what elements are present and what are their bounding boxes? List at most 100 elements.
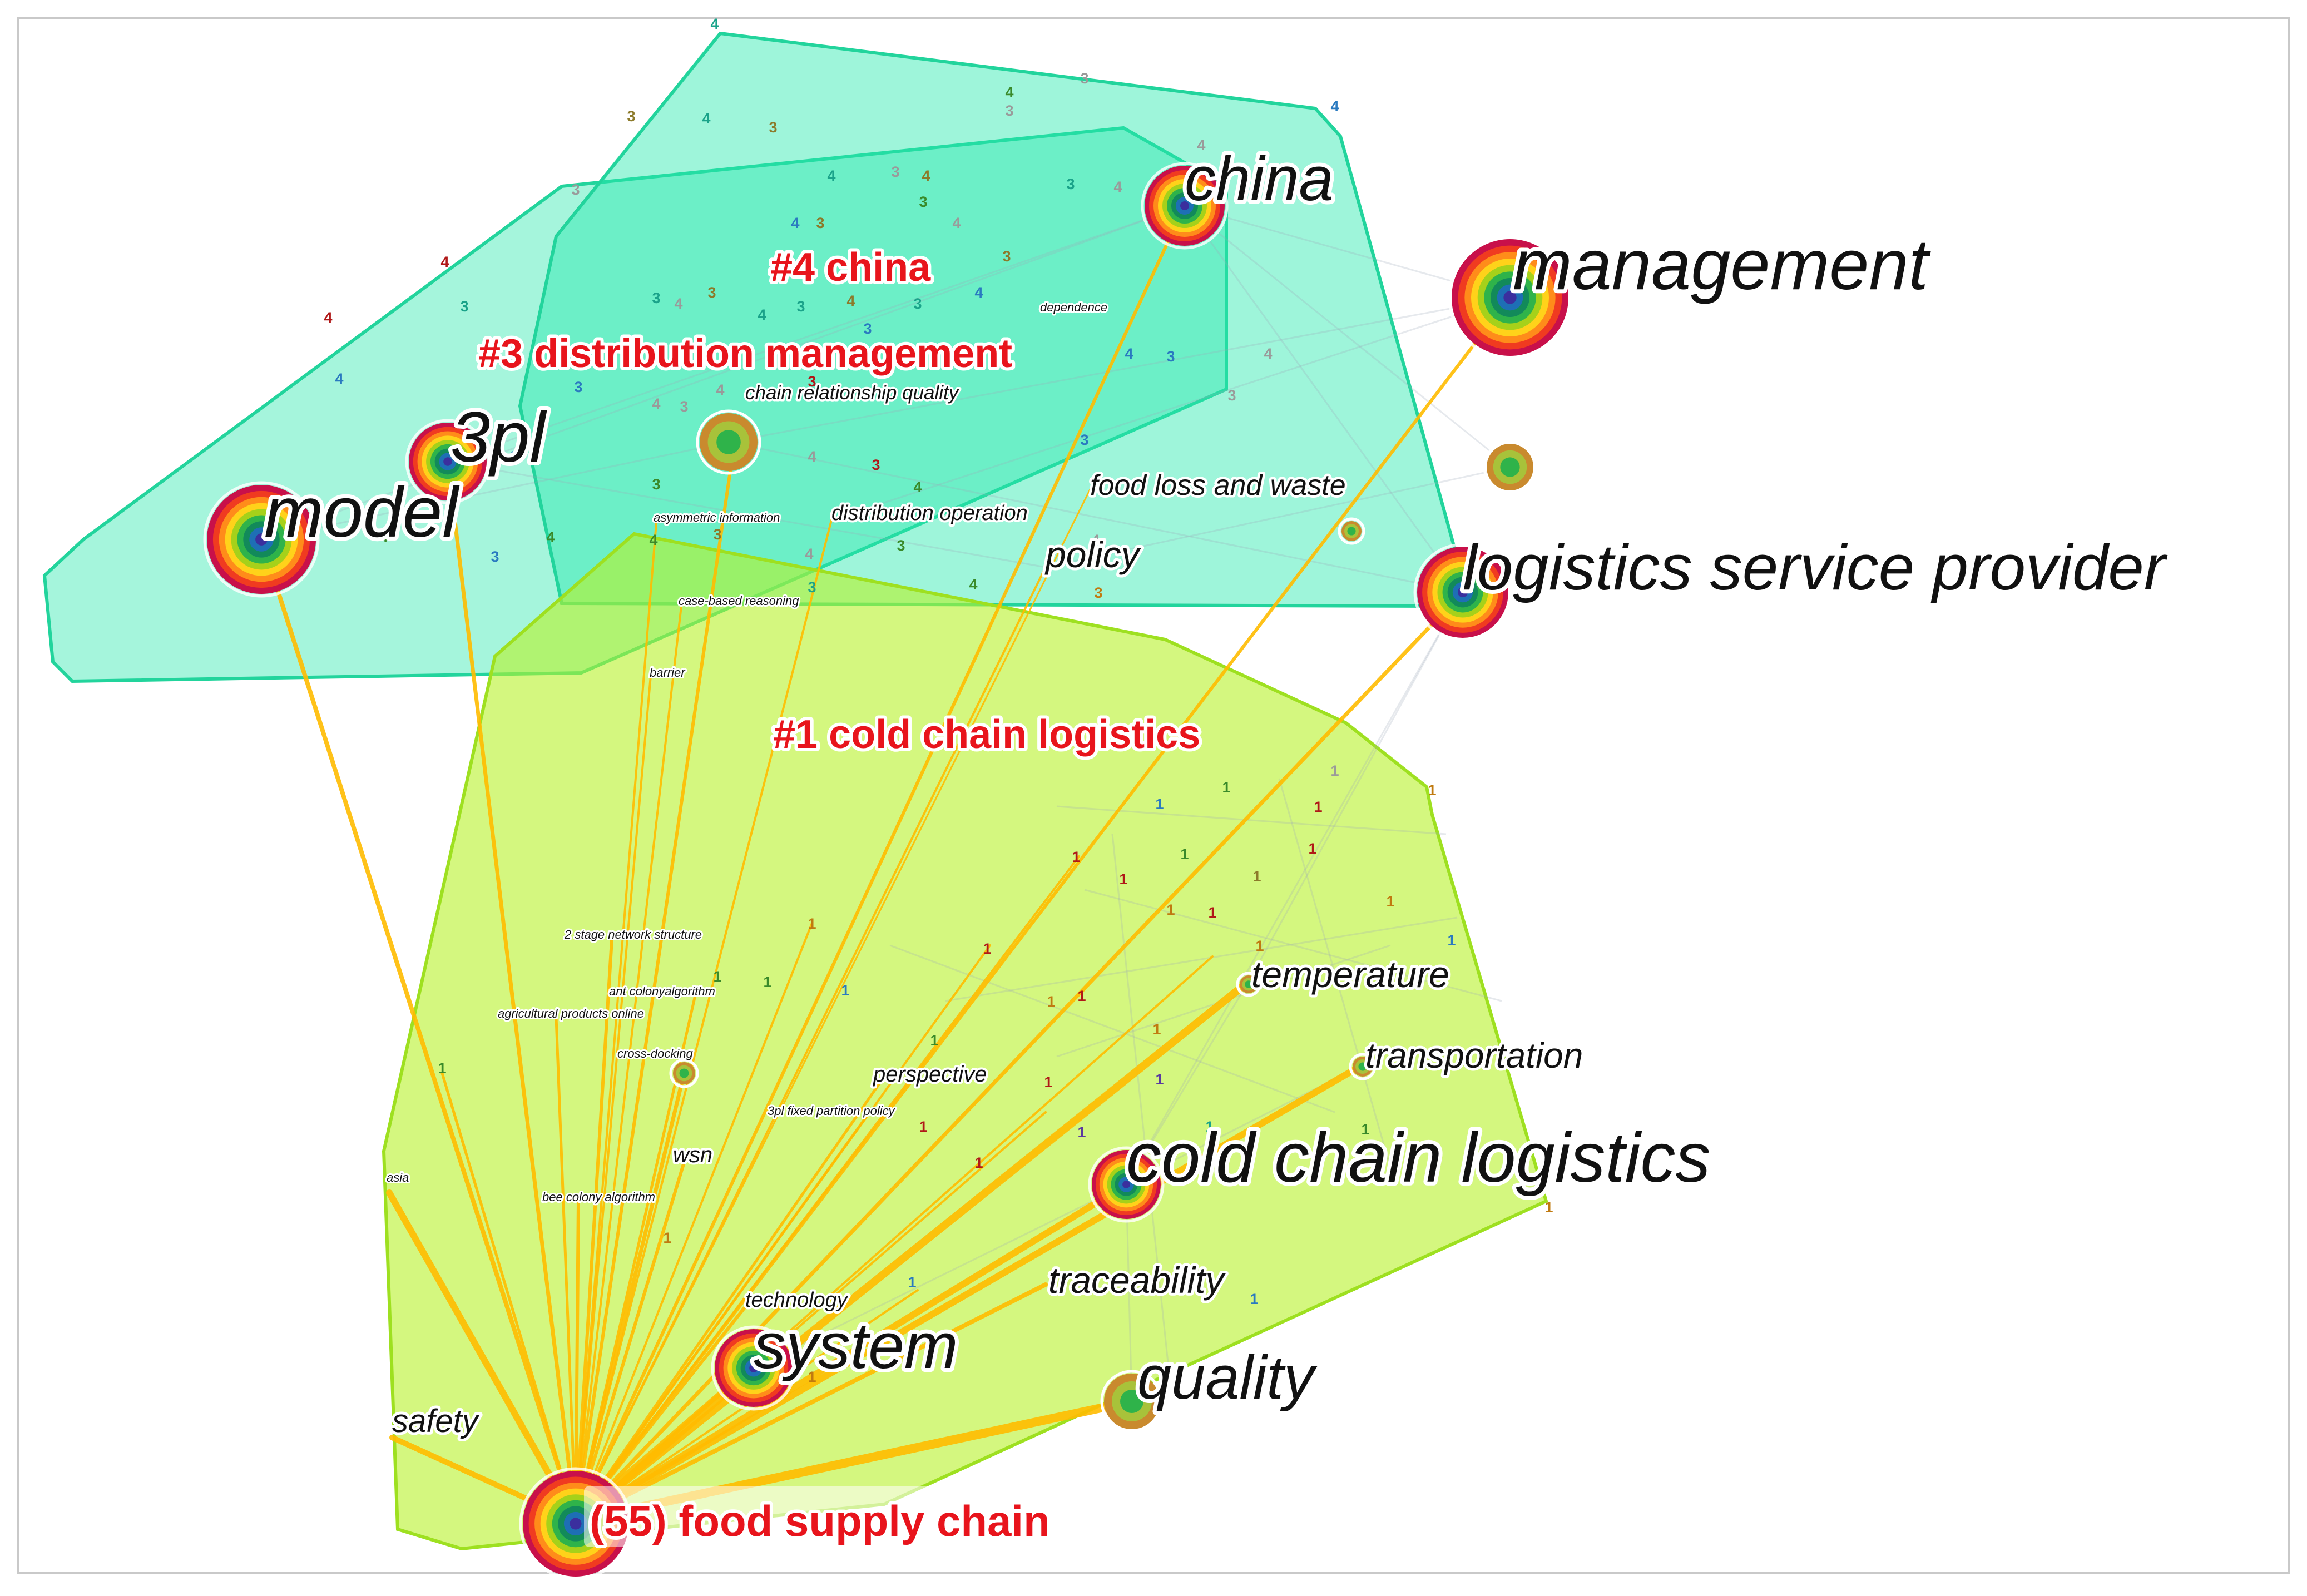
node-quality	[1100, 1370, 1164, 1433]
year-marker: 4	[702, 110, 710, 127]
faint-link	[1056, 805, 1447, 835]
year-marker: 4	[827, 167, 835, 184]
keyword-label-3pl-fixed-partition-policy: 3pl fixed partition policy	[768, 1104, 896, 1118]
year-marker: 4	[952, 215, 961, 231]
year-marker: 1	[1152, 1021, 1161, 1038]
keyword-label-logistics-service-provider: logistics service provider	[1463, 531, 2168, 603]
hub-link	[575, 922, 813, 1522]
hub-link	[575, 488, 1091, 1522]
year-marker: 4	[846, 293, 855, 309]
year-marker: 1	[1205, 1118, 1214, 1135]
year-marker: 4	[440, 254, 449, 270]
year-marker: 3	[863, 320, 872, 337]
faint-link	[889, 944, 1335, 1113]
year-marker: 3	[1002, 248, 1011, 265]
year-marker: 1	[841, 982, 849, 999]
keyword-label-dependence: dependence	[1040, 300, 1107, 314]
node-outline	[1483, 440, 1537, 494]
keyword-labels: management china logistics service provi…	[260, 140, 2172, 1442]
year-marker: 3	[872, 457, 880, 473]
keyword-label-management: management	[1513, 225, 1931, 305]
node-outline	[203, 481, 320, 598]
year-marker: 1	[1077, 988, 1086, 1004]
keyword-label-bee-colony-algorithm: bee colony algorithm	[542, 1190, 655, 1204]
keyword-label-china: china	[1185, 144, 1334, 214]
keyword-label-3pl: 3pl	[450, 398, 547, 477]
node-ring	[255, 533, 268, 546]
year-marker: 1	[1544, 1199, 1553, 1216]
node-outline	[1088, 1146, 1165, 1223]
year-marker: 1	[1044, 1074, 1052, 1091]
year-marker: 3	[769, 119, 777, 136]
year-marker: 3	[816, 215, 824, 231]
faint-link	[1247, 592, 1464, 982]
node-ring	[1457, 587, 1468, 598]
cluster-labels: #4 china #3 distribution management #1 c…	[475, 242, 1204, 760]
year-marker: 1	[1250, 1291, 1258, 1307]
keyword-label-technology: technology	[745, 1288, 849, 1312]
keyword-label-cross-docking: cross-docking	[617, 1047, 693, 1060]
node-3pl	[405, 419, 491, 504]
year-marker: 3	[808, 373, 816, 390]
hub-link	[574, 1083, 880, 1523]
keyword-label-safety: safety	[392, 1403, 480, 1439]
year-marker: 1	[908, 1274, 916, 1291]
node-system	[711, 1325, 796, 1411]
year-marker: 4	[652, 395, 660, 412]
hub-link	[555, 1016, 577, 1523]
hub-link	[573, 1071, 686, 1523]
cluster-hull-cold-chain-logistics	[382, 532, 1548, 1551]
faint-link	[447, 460, 1046, 568]
year-marker: 3	[1094, 584, 1102, 601]
hub-link	[575, 522, 657, 1522]
faint-link	[261, 441, 729, 541]
hub-link	[575, 855, 1080, 1522]
year-marker: 4	[922, 167, 930, 184]
year-marker: 4	[379, 529, 388, 546]
node-ring	[1120, 1390, 1143, 1413]
year-marker: 1	[1308, 840, 1316, 857]
hub-link	[574, 938, 613, 1523]
year-marker: 3	[808, 579, 816, 596]
keyword-nodes	[203, 162, 1572, 1580]
faint-link	[1278, 778, 1392, 1168]
keyword-label-distribution-operation: distribution operation	[831, 502, 1028, 525]
year-marker: 3	[1005, 102, 1013, 119]
year-marker: 1	[1361, 1121, 1369, 1138]
keyword-label-perspective: perspective	[873, 1062, 987, 1087]
cluster-hulls	[42, 31, 1548, 1551]
year-marker: 3	[460, 298, 468, 315]
node-outline	[696, 409, 761, 475]
year-marker: 4	[546, 529, 555, 546]
year-marker: 1	[1208, 904, 1216, 921]
hub-label-group: (55) food supply chain	[584, 1486, 1060, 1549]
year-marker: 4	[716, 381, 724, 398]
keyword-label-traceability: traceability	[1048, 1260, 1226, 1301]
year-marker: 1	[1386, 893, 1394, 910]
faint-link	[728, 296, 1511, 443]
node-logistics-service-provider	[1413, 543, 1512, 642]
year-marker: 3	[919, 194, 927, 210]
hub-link	[575, 675, 652, 1522]
year-marker: 3	[491, 548, 499, 565]
year-marker: 1	[1166, 901, 1175, 918]
hub-link	[575, 944, 991, 1522]
year-marker: 1	[974, 1154, 983, 1171]
faint-link	[1125, 592, 1464, 1185]
year-marker: 4	[1125, 345, 1133, 362]
node-ring	[1180, 201, 1189, 210]
year-marker: 4	[913, 479, 922, 495]
keyword-label-policy: policy	[1044, 534, 1142, 575]
node-outline	[405, 419, 491, 504]
year-marker: 4	[791, 215, 799, 231]
node-temperature	[1236, 972, 1261, 997]
node-food-loss-and-waste-dot	[1483, 440, 1537, 494]
year-marker: 1	[663, 1230, 671, 1246]
node-ring	[1503, 291, 1517, 304]
node-ring	[570, 1518, 582, 1530]
hub-link	[575, 519, 833, 1522]
year-marker: 4	[808, 448, 816, 465]
hub-link	[575, 605, 682, 1522]
node-ring	[679, 1068, 689, 1078]
